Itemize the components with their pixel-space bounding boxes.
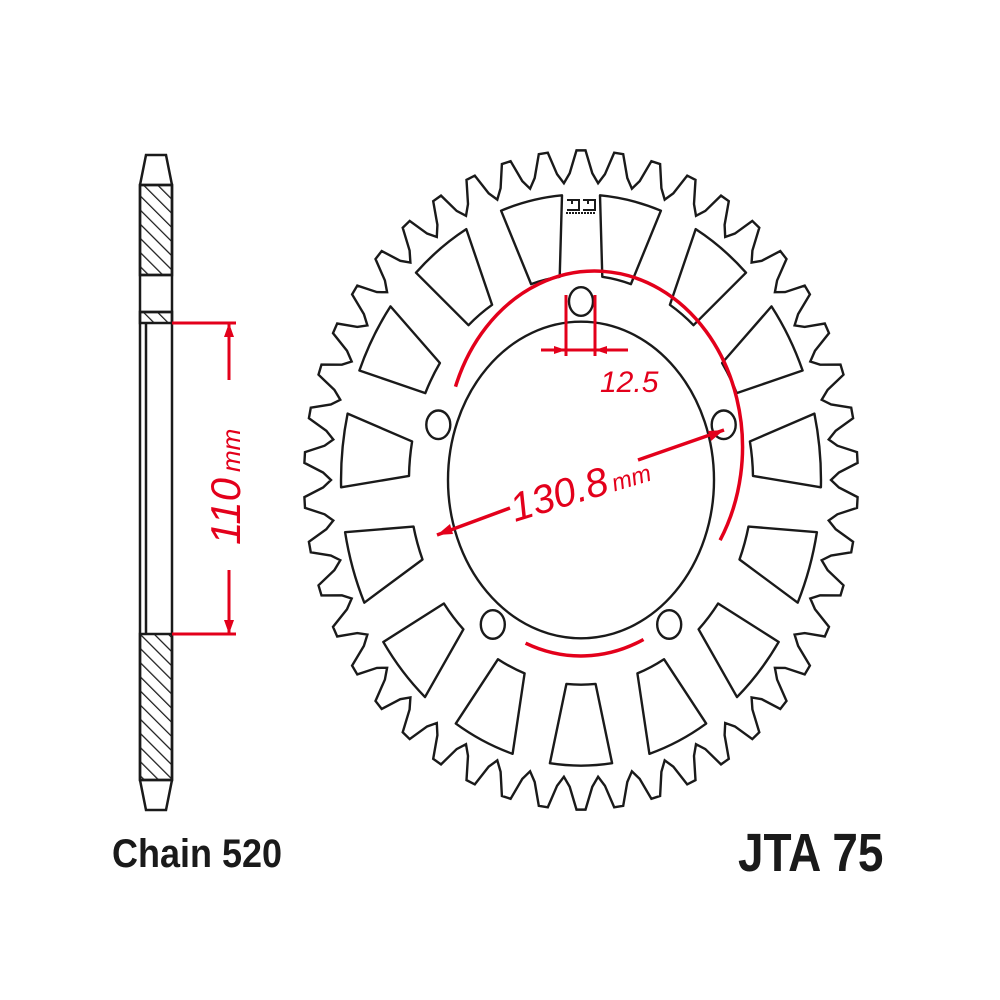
lightening-window <box>359 306 440 393</box>
pcd-dimension <box>436 269 745 658</box>
lightening-window <box>341 414 412 488</box>
lightening-window <box>670 229 746 325</box>
sprocket-teeth-outline <box>304 150 857 809</box>
bolt-hole <box>712 411 736 440</box>
bolt-hole <box>426 411 450 440</box>
lightening-window <box>750 414 821 488</box>
lightening-window <box>345 527 422 603</box>
lightening-window <box>740 527 817 603</box>
bolt-hole-label: 12.5 <box>600 366 659 399</box>
lightening-window <box>501 195 562 284</box>
lightening-window <box>722 306 803 393</box>
bolt-hole <box>481 610 505 639</box>
hub-width-label: 110mm <box>202 429 249 545</box>
jt-logo <box>566 199 596 214</box>
lightening-window <box>550 684 612 766</box>
lightening-window <box>600 195 661 284</box>
bolt-hole <box>569 287 593 316</box>
sprocket-front-view <box>304 150 857 809</box>
bolt-hole-dimension <box>541 295 628 356</box>
lightening-window <box>637 659 706 754</box>
lightening-window <box>699 604 779 698</box>
lightening-window <box>456 659 525 754</box>
lightening-window <box>383 604 463 698</box>
bolt-hole <box>657 610 681 639</box>
lightening-window <box>416 229 492 325</box>
pcd-label: 130.8mm <box>505 446 656 530</box>
chain-size-label: Chain 520 <box>112 832 283 876</box>
center-bore <box>448 322 714 639</box>
hub-width-dimension <box>172 321 236 636</box>
pcd-arc <box>453 269 745 542</box>
part-number-label: JTA 75 <box>738 823 884 883</box>
pcd-arc <box>524 637 645 658</box>
side-view <box>138 153 174 812</box>
